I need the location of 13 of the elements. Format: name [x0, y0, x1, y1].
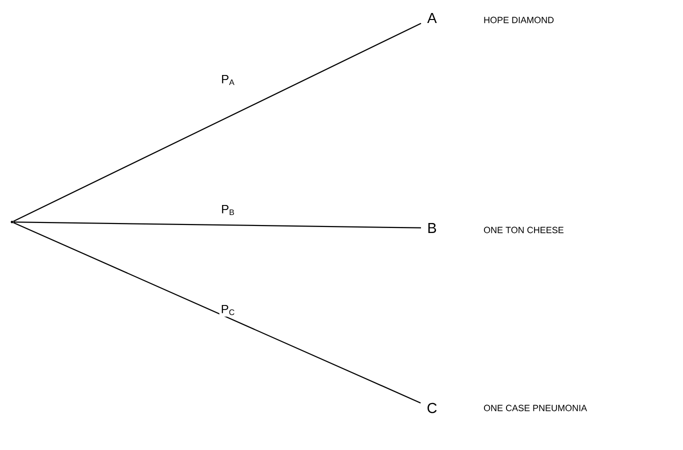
outcome-description: HOPE DIAMOND: [484, 16, 554, 24]
outcome-letter: B: [428, 223, 436, 233]
outcome-letter: C: [428, 402, 437, 414]
probability-label: P$_{B}$: [220, 203, 236, 217]
root-point: [10, 220, 14, 224]
branch-line: [13, 22, 422, 222]
probability-label: P$_{C}$: [219, 303, 237, 317]
outcome-letter: A: [427, 13, 437, 23]
branch-line: [13, 221, 421, 228]
branch-line: [13, 222, 421, 404]
probability-label: P$_{A}$: [220, 73, 236, 87]
outcome-description: ONE TON CHEESE: [484, 226, 564, 234]
outcome-description: ONE CASE PNEUMONIA: [484, 404, 588, 412]
